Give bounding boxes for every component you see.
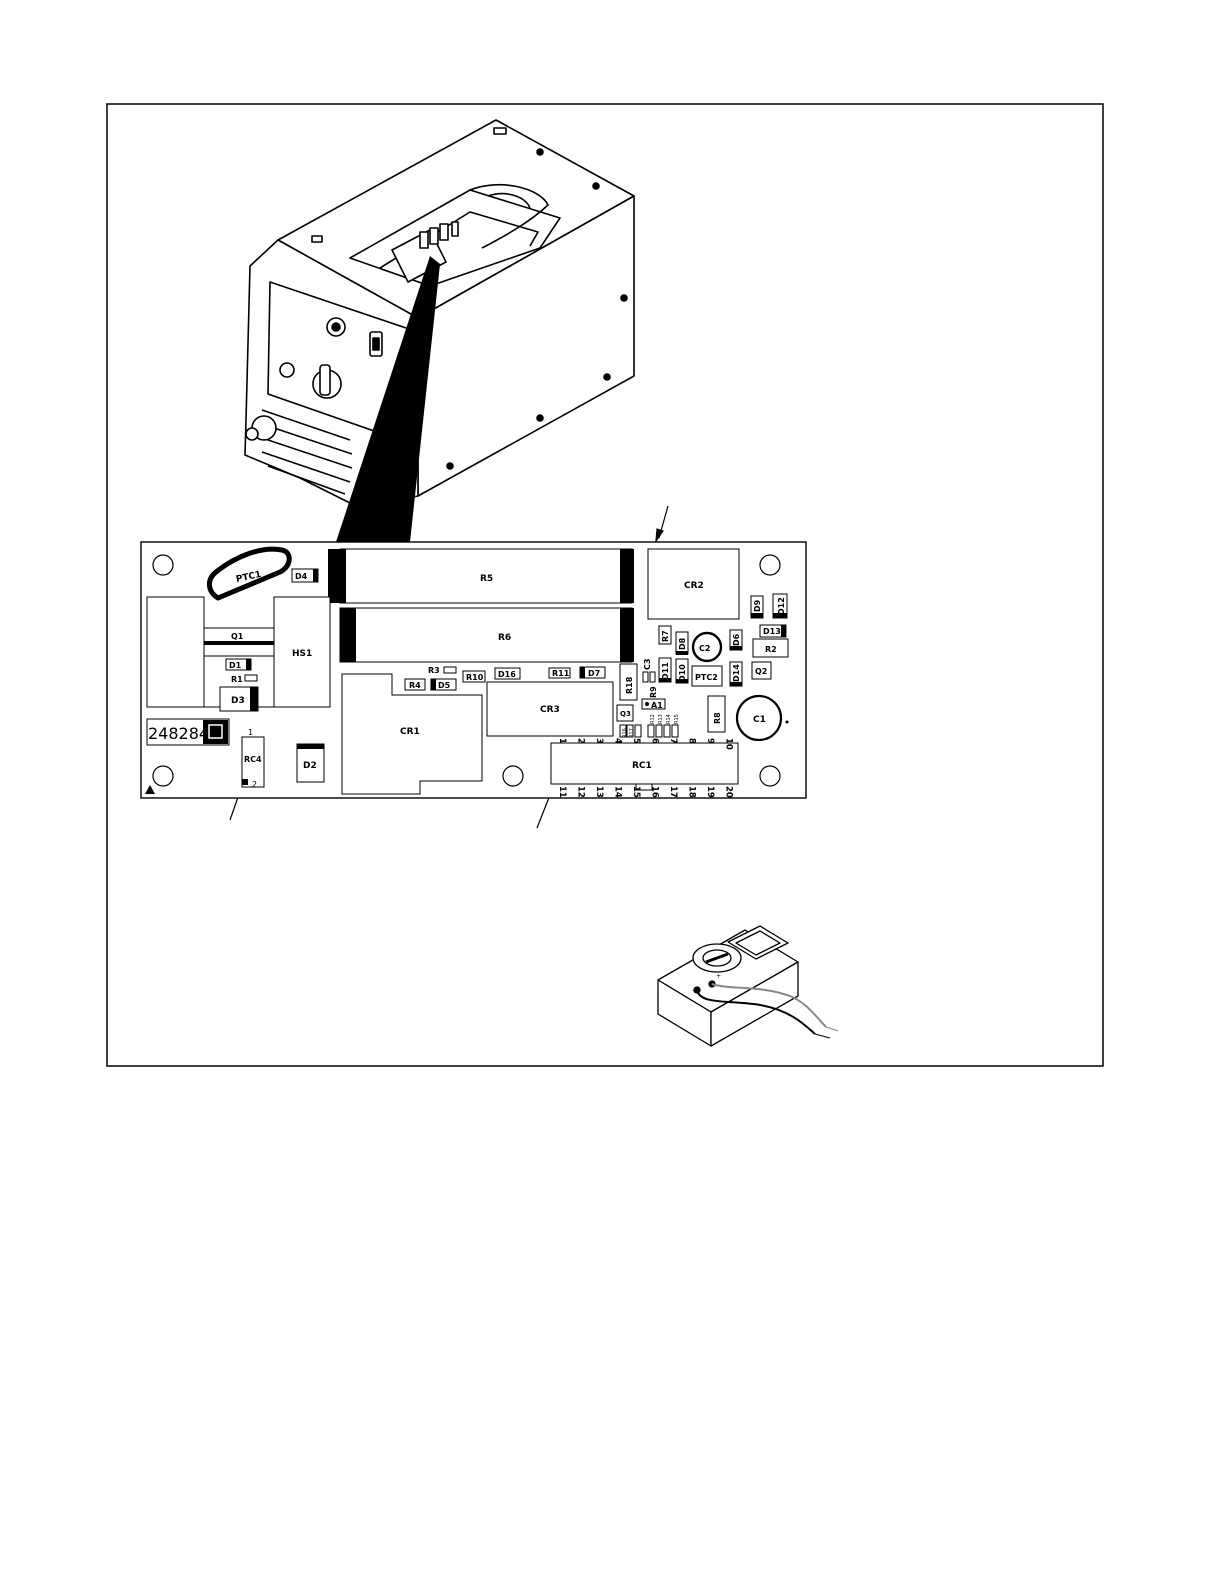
label-d12: D12 [777, 597, 786, 615]
rc1-pin-8: 8 [687, 738, 697, 744]
label-rx2: R13 [658, 714, 664, 724]
label-cr2: CR2 [684, 581, 704, 591]
rc1-pin-18: 18 [687, 786, 697, 798]
svg-text:−: − [692, 987, 697, 994]
rc1-pin-12: 12 [576, 786, 586, 798]
label-d8: D8 [678, 637, 687, 650]
rc1-pin-3: 3 [594, 738, 604, 744]
rc1-pin-10: 10 [724, 738, 734, 750]
label-d2: D2 [303, 761, 317, 771]
label-hs1: HS1 [292, 649, 312, 659]
rc1-pin-1: 1 [557, 738, 567, 744]
multimeter-icon: − + [658, 926, 838, 1046]
label-ptc2: PTC2 [695, 673, 718, 682]
label-rx5: R16 [622, 728, 628, 738]
label-d4: D4 [295, 572, 308, 581]
label-r6: R6 [498, 633, 511, 643]
label-d13: D13 [763, 627, 781, 636]
rc1-pin-13: 13 [594, 786, 604, 798]
label-q1: Q1 [231, 632, 244, 641]
label-r18: R18 [625, 676, 634, 694]
label-r7: R7 [661, 630, 670, 642]
label-d14: D14 [732, 664, 741, 682]
label-c1: C1 [753, 715, 766, 725]
label-cr3: CR3 [540, 705, 560, 715]
label-r11: R11 [552, 669, 570, 678]
label-d9: D9 [753, 599, 762, 612]
rc1-pin-7: 7 [668, 738, 678, 744]
label-d11: D11 [661, 662, 670, 680]
label-a1: A1 [651, 701, 663, 710]
rc1-pin-15: 15 [631, 786, 641, 798]
label-d6: D6 [732, 633, 741, 646]
rc4-pin-2: 2 [252, 780, 257, 789]
part-number: 248284 [148, 724, 209, 743]
r5-resistor: R5 [328, 549, 634, 603]
label-r2: R2 [765, 645, 777, 654]
label-q3: Q3 [620, 710, 631, 718]
label-rx3: R14 [666, 714, 672, 724]
rc1-pin-14: 14 [613, 786, 623, 798]
label-d10: D10 [678, 664, 687, 682]
svg-text:+: + [716, 973, 721, 980]
rc1-pin-5: 5 [631, 738, 641, 744]
circuit-board: PTC1 D4 R5 R6 CR2 D9 D12 [141, 542, 806, 798]
label-cr1: CR1 [400, 727, 420, 737]
label-rx4: R15 [674, 714, 680, 724]
label-r8: R8 [713, 712, 722, 724]
label-rc4: RC4 [244, 755, 262, 764]
rc1-pin-6: 6 [650, 738, 660, 744]
label-r4: R4 [409, 681, 421, 690]
label-r3: R3 [428, 666, 440, 675]
welder-unit-drawing [245, 120, 634, 508]
rc1-pin-16: 16 [650, 786, 660, 798]
label-d1: D1 [229, 661, 242, 670]
label-d5: D5 [438, 681, 451, 690]
label-r5: R5 [480, 574, 493, 584]
label-r10: R10 [466, 673, 484, 682]
rc1-pin-9: 9 [705, 738, 715, 744]
label-d16: D16 [498, 670, 516, 679]
label-d7: D7 [588, 669, 600, 678]
r6-resistor: R6 [340, 608, 634, 662]
label-r9: R9 [649, 686, 658, 698]
rc1-pin-4: 4 [613, 738, 623, 744]
label-d3: D3 [231, 696, 245, 706]
rc1-pin-2: 2 [576, 738, 586, 744]
label-q2: Q2 [755, 667, 767, 676]
label-rx1: R12 [650, 714, 656, 724]
label-rc1: RC1 [632, 761, 652, 771]
label-r1: R1 [231, 675, 243, 684]
rc1-pin-17: 17 [668, 786, 678, 798]
rc4-pin-1: 1 [248, 728, 253, 737]
rc1-pin-19: 19 [705, 786, 715, 798]
label-c2: C2 [699, 644, 710, 653]
label-c3: C3 [643, 659, 652, 670]
rc1-pin-11: 11 [557, 786, 567, 798]
label-rx6: R17 [629, 728, 635, 738]
knob-icon [280, 363, 294, 377]
rc1-pin-20: 20 [724, 786, 734, 798]
